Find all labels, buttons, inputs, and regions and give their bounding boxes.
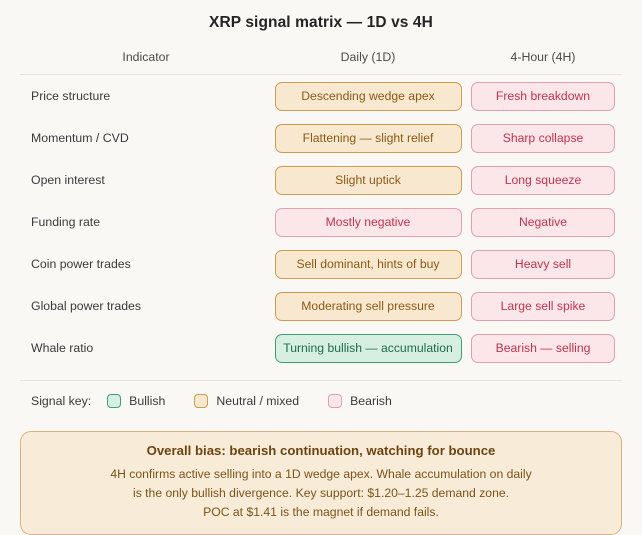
indicator-label: Open interest <box>31 173 105 187</box>
legend-label: Signal key: <box>31 394 92 408</box>
indicator-label: Whale ratio <box>31 341 94 355</box>
daily-cell: Slight uptick <box>272 165 464 195</box>
four-hour-cell: Long squeeze <box>464 165 622 195</box>
four-hour-cell: Bearish — selling <box>464 333 622 363</box>
daily-cell: Descending wedge apex <box>272 81 464 111</box>
table-row: Momentum / CVD Flattening — slight relief… <box>20 117 622 159</box>
signal-pill-daily: Slight uptick <box>274 165 462 195</box>
daily-cell: Moderating sell pressure <box>272 291 464 321</box>
indicator-label: Price structure <box>31 89 111 103</box>
four-hour-cell: Fresh breakdown <box>464 81 622 111</box>
table-row: Open interest Slight uptick Long squeeze <box>20 159 622 201</box>
daily-cell: Turning bullish — accumulation <box>272 333 464 363</box>
column-header-four-hour: 4-Hour (4H) <box>510 50 576 64</box>
signal-pill-four-hour: Bearish — selling <box>471 333 615 363</box>
indicator-label: Funding rate <box>31 215 101 229</box>
legend-swatch-bullish-icon <box>107 394 122 408</box>
signal-matrix-body: Price structure Descending wedge apex Fres… <box>0 75 642 369</box>
signal-pill-daily: Sell dominant, hints of buy <box>274 249 462 279</box>
legend-item: Bullish <box>107 394 165 408</box>
overall-bias-line: 4H confirms active selling into a 1D wed… <box>110 467 532 481</box>
table-row: Coin power trades Sell dominant, hints of… <box>20 243 622 285</box>
signal-pill-daily: Moderating sell pressure <box>274 291 462 321</box>
overall-bias-callout: Overall bias: bearish continuation, watc… <box>20 431 622 535</box>
legend-divider <box>20 380 622 381</box>
overall-bias-body: 4H confirms active selling into a 1D wed… <box>37 465 605 522</box>
table-row: Price structure Descending wedge apex Fres… <box>20 75 622 117</box>
page-title: XRP signal matrix — 1D vs 4H <box>209 14 433 31</box>
column-header-indicator: Indicator <box>122 50 170 64</box>
indicator-label: Coin power trades <box>31 257 131 271</box>
indicator-label: Momentum / CVD <box>31 131 129 145</box>
legend-item-label: Bearish <box>350 394 392 408</box>
signal-legend: Signal key: Bullish Neutral / mixed Bearis… <box>0 381 642 408</box>
legend-swatch-neutral-icon <box>194 394 209 408</box>
four-hour-cell: Heavy sell <box>464 249 622 279</box>
daily-cell: Flattening — slight relief <box>272 123 464 153</box>
signal-pill-four-hour: Heavy sell <box>471 249 615 279</box>
signal-pill-four-hour: Fresh breakdown <box>471 81 615 111</box>
signal-pill-daily: Descending wedge apex <box>274 81 462 111</box>
legend-items: Bullish Neutral / mixed Bearish <box>107 394 421 408</box>
signal-matrix-table: Indicator Daily (1D) 4-Hour (4H) <box>0 44 642 70</box>
four-hour-cell: Negative <box>464 207 622 237</box>
overall-bias-line: is the only bullish divergence. Key supp… <box>132 486 510 500</box>
legend-item: Neutral / mixed <box>194 394 299 408</box>
overall-bias-line: POC at $1.41 is the magnet if demand fai… <box>203 505 439 519</box>
indicator-label: Global power trades <box>31 299 142 313</box>
column-header-daily: Daily (1D) <box>340 50 396 64</box>
signal-pill-daily: Mostly negative <box>274 207 462 237</box>
table-row: Whale ratio Turning bullish — accumulatio… <box>20 327 622 369</box>
signal-pill-daily: Flattening — slight relief <box>274 123 462 153</box>
daily-cell: Sell dominant, hints of buy <box>272 249 464 279</box>
header-divider <box>20 74 622 75</box>
daily-cell: Mostly negative <box>272 207 464 237</box>
legend-item-label: Neutral / mixed <box>216 394 300 408</box>
overall-bias-heading: Overall bias: bearish continuation, watc… <box>146 443 496 458</box>
table-header-row: Indicator Daily (1D) 4-Hour (4H) <box>20 44 622 70</box>
legend-swatch-bearish-icon <box>328 394 343 408</box>
signal-pill-daily: Turning bullish — accumulation <box>274 333 462 363</box>
table-row: Funding rate Mostly negative Negative <box>20 201 622 243</box>
four-hour-cell: Sharp collapse <box>464 123 622 153</box>
signal-pill-four-hour: Large sell spike <box>471 291 615 321</box>
legend-item-label: Bullish <box>129 394 166 408</box>
legend-item: Bearish <box>328 394 392 408</box>
table-row: Global power trades Moderating sell press… <box>20 285 622 327</box>
signal-pill-four-hour: Negative <box>471 207 615 237</box>
signal-pill-four-hour: Long squeeze <box>471 165 615 195</box>
four-hour-cell: Large sell spike <box>464 291 622 321</box>
signal-pill-four-hour: Sharp collapse <box>471 123 615 153</box>
